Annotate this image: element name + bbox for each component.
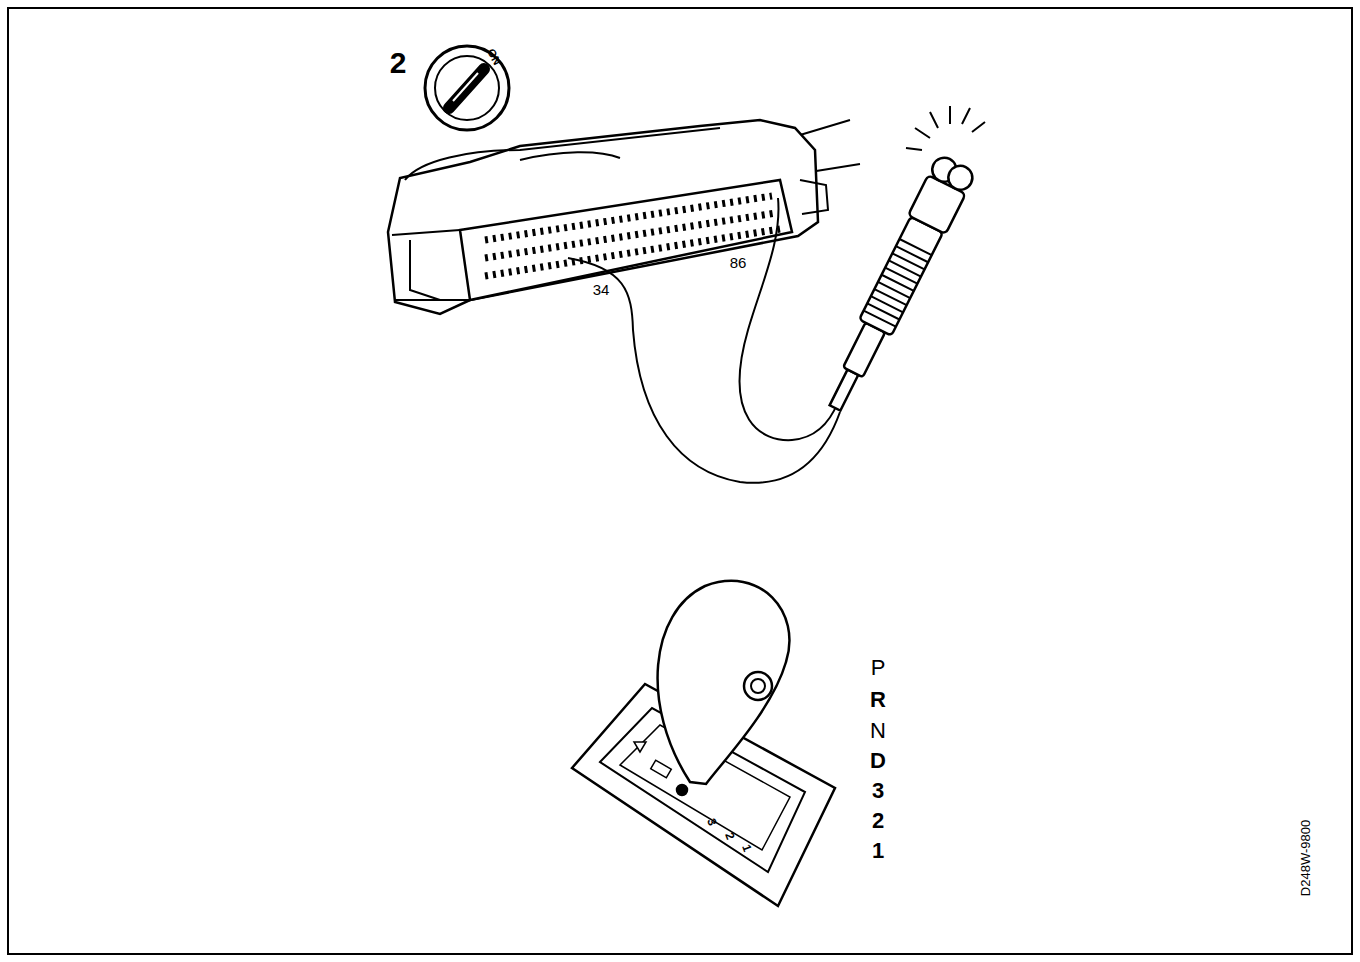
pin-number: 34 xyxy=(591,281,612,298)
gear-position: 3 xyxy=(870,779,886,803)
callout-number: 2 xyxy=(388,47,409,79)
gear-position: N xyxy=(868,719,888,743)
gear-position: 2 xyxy=(870,809,886,833)
test-wire xyxy=(568,258,840,483)
test-wire xyxy=(740,198,838,440)
test-lamp xyxy=(816,154,976,418)
connector-plug xyxy=(388,120,860,314)
pin-number: 86 xyxy=(728,254,749,271)
figure-code: D248W-9800 xyxy=(1298,818,1313,898)
light-rays xyxy=(906,106,985,150)
gear-position: 1 xyxy=(870,839,886,863)
gear-position: R xyxy=(868,688,888,712)
gear-selector xyxy=(572,581,835,906)
gear-position: D xyxy=(868,749,888,773)
gear-position: P xyxy=(869,656,888,680)
frame xyxy=(8,8,1352,954)
